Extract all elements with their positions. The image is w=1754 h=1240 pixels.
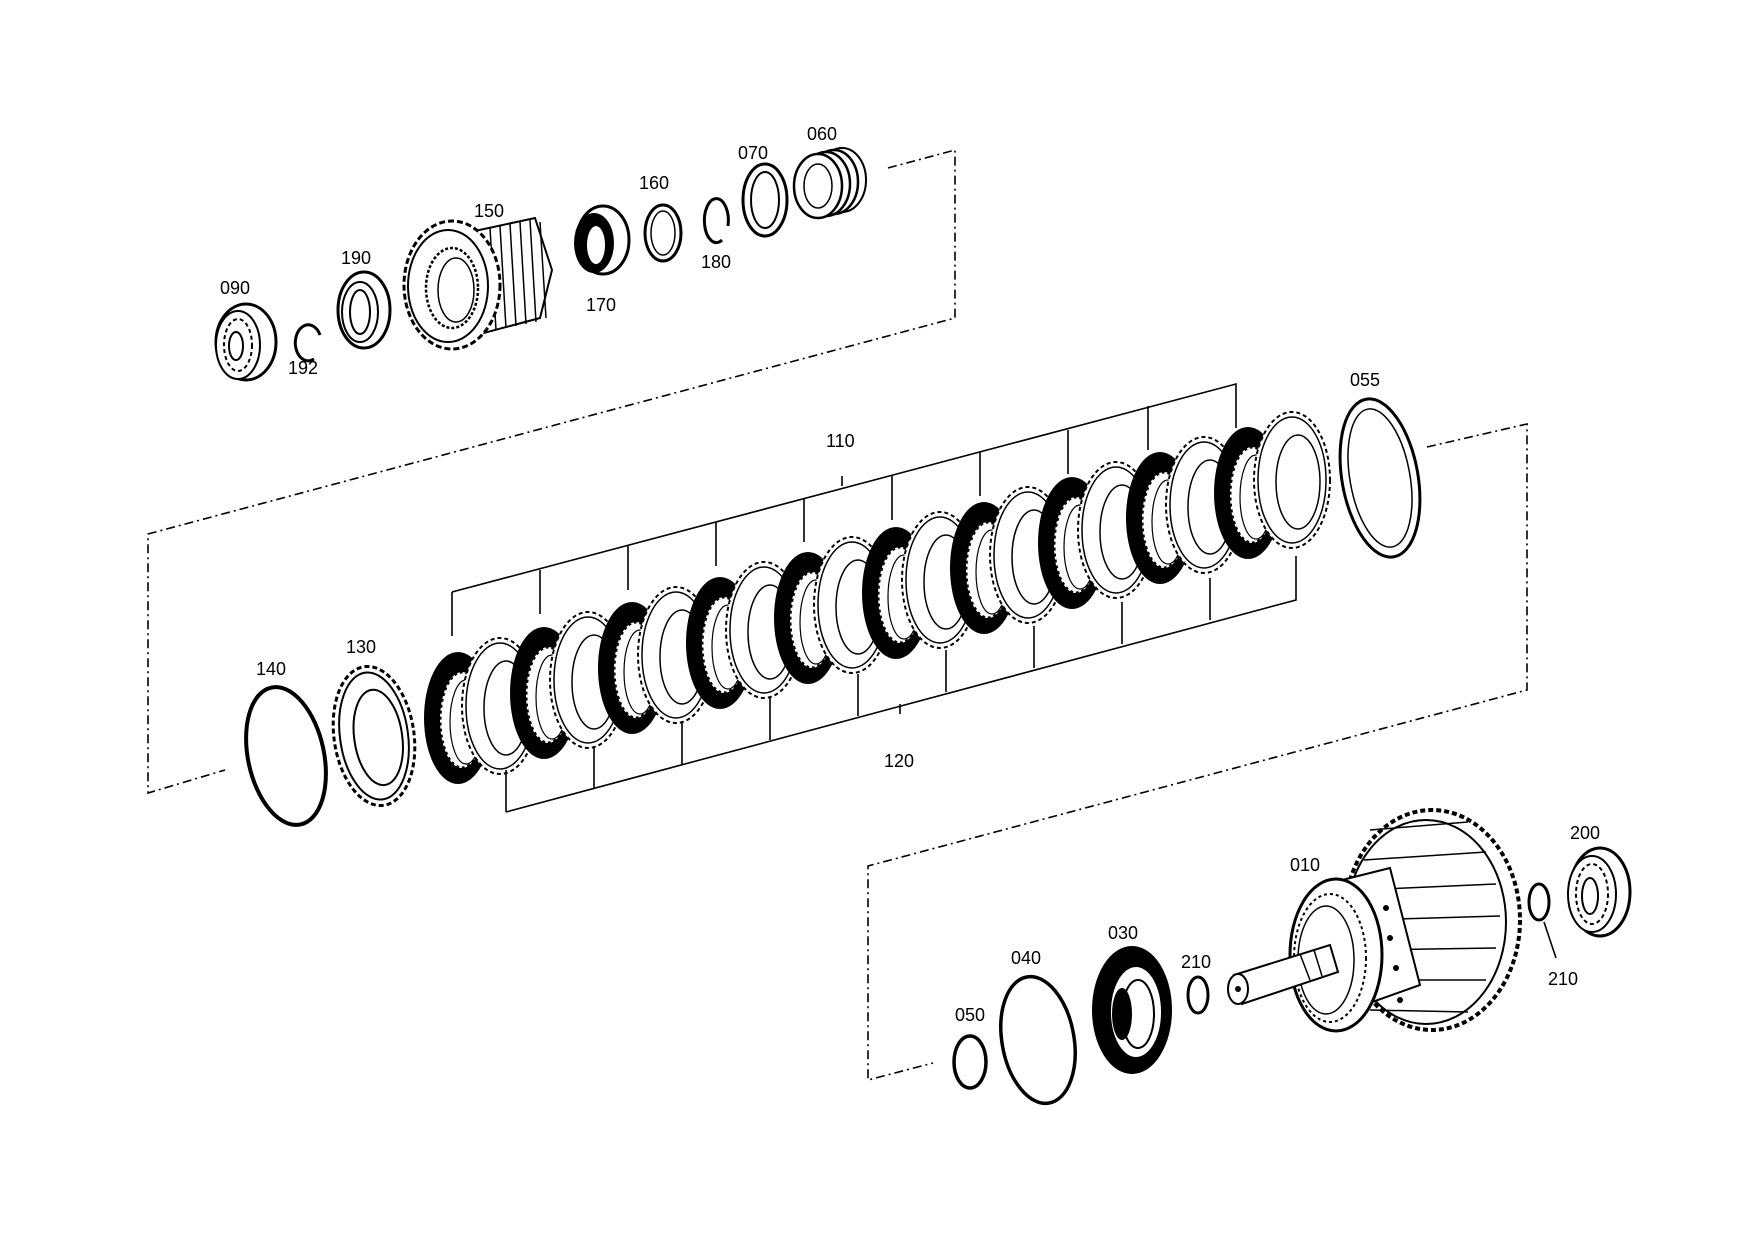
part-210-ring-right[interactable] [1527, 882, 1551, 922]
part-050-ring[interactable] [952, 1034, 988, 1090]
centerline-top [147, 148, 956, 795]
label-200: 200 [1570, 823, 1600, 843]
part-170-bearing[interactable] [574, 204, 631, 276]
label-180: 180 [701, 252, 731, 272]
bottom-assembly: 050 040 030 210 010 210 200 [952, 808, 1632, 1110]
part-180-snap-ring[interactable] [702, 197, 730, 245]
part-060-spring[interactable] [792, 147, 867, 220]
label-070: 070 [738, 143, 768, 163]
centerline-middle [867, 422, 1528, 1082]
part-070-washer[interactable] [741, 162, 789, 238]
label-150: 150 [474, 201, 504, 221]
bracket-120 [505, 556, 1297, 813]
label-210-left: 210 [1181, 952, 1211, 972]
label-210-right: 210 [1548, 969, 1578, 989]
top-assembly: 090 192 190 150 170 160 180 070 060 [147, 124, 956, 795]
label-030: 030 [1108, 923, 1138, 943]
label-010: 010 [1290, 855, 1320, 875]
plate-outer[interactable] [1253, 411, 1331, 549]
part-160-ring[interactable] [643, 203, 683, 263]
label-120: 120 [884, 751, 914, 771]
part-040-ring[interactable] [991, 971, 1084, 1110]
plate-stack [422, 411, 1331, 786]
label-050: 050 [955, 1005, 985, 1025]
label-060: 060 [807, 124, 837, 144]
part-030-piston[interactable] [1092, 946, 1172, 1074]
clutch-pack-assembly: 140 130 110 120 055 [234, 370, 1528, 1082]
label-170: 170 [586, 295, 616, 315]
label-160: 160 [639, 173, 669, 193]
bracket-110 [451, 382, 1237, 636]
part-010-clutch-drum[interactable] [1227, 808, 1522, 1033]
part-130-disc[interactable] [325, 661, 424, 811]
part-090-bearing[interactable] [214, 302, 278, 382]
part-140-ring[interactable] [234, 680, 337, 833]
part-210-ring-left[interactable] [1186, 975, 1210, 1015]
label-140: 140 [256, 659, 286, 679]
label-055: 055 [1350, 370, 1380, 390]
label-190: 190 [341, 248, 371, 268]
part-150-gear[interactable] [402, 216, 554, 351]
label-090: 090 [220, 278, 250, 298]
part-200-bearing[interactable] [1567, 846, 1632, 938]
part-055-washer[interactable] [1329, 393, 1432, 564]
label-192: 192 [288, 358, 318, 378]
leader-210-right [1543, 921, 1557, 959]
part-192-snap-ring[interactable] [293, 323, 322, 363]
label-040: 040 [1011, 948, 1041, 968]
part-190-bearing[interactable] [336, 270, 392, 350]
label-130: 130 [346, 637, 376, 657]
label-110: 110 [826, 431, 855, 451]
